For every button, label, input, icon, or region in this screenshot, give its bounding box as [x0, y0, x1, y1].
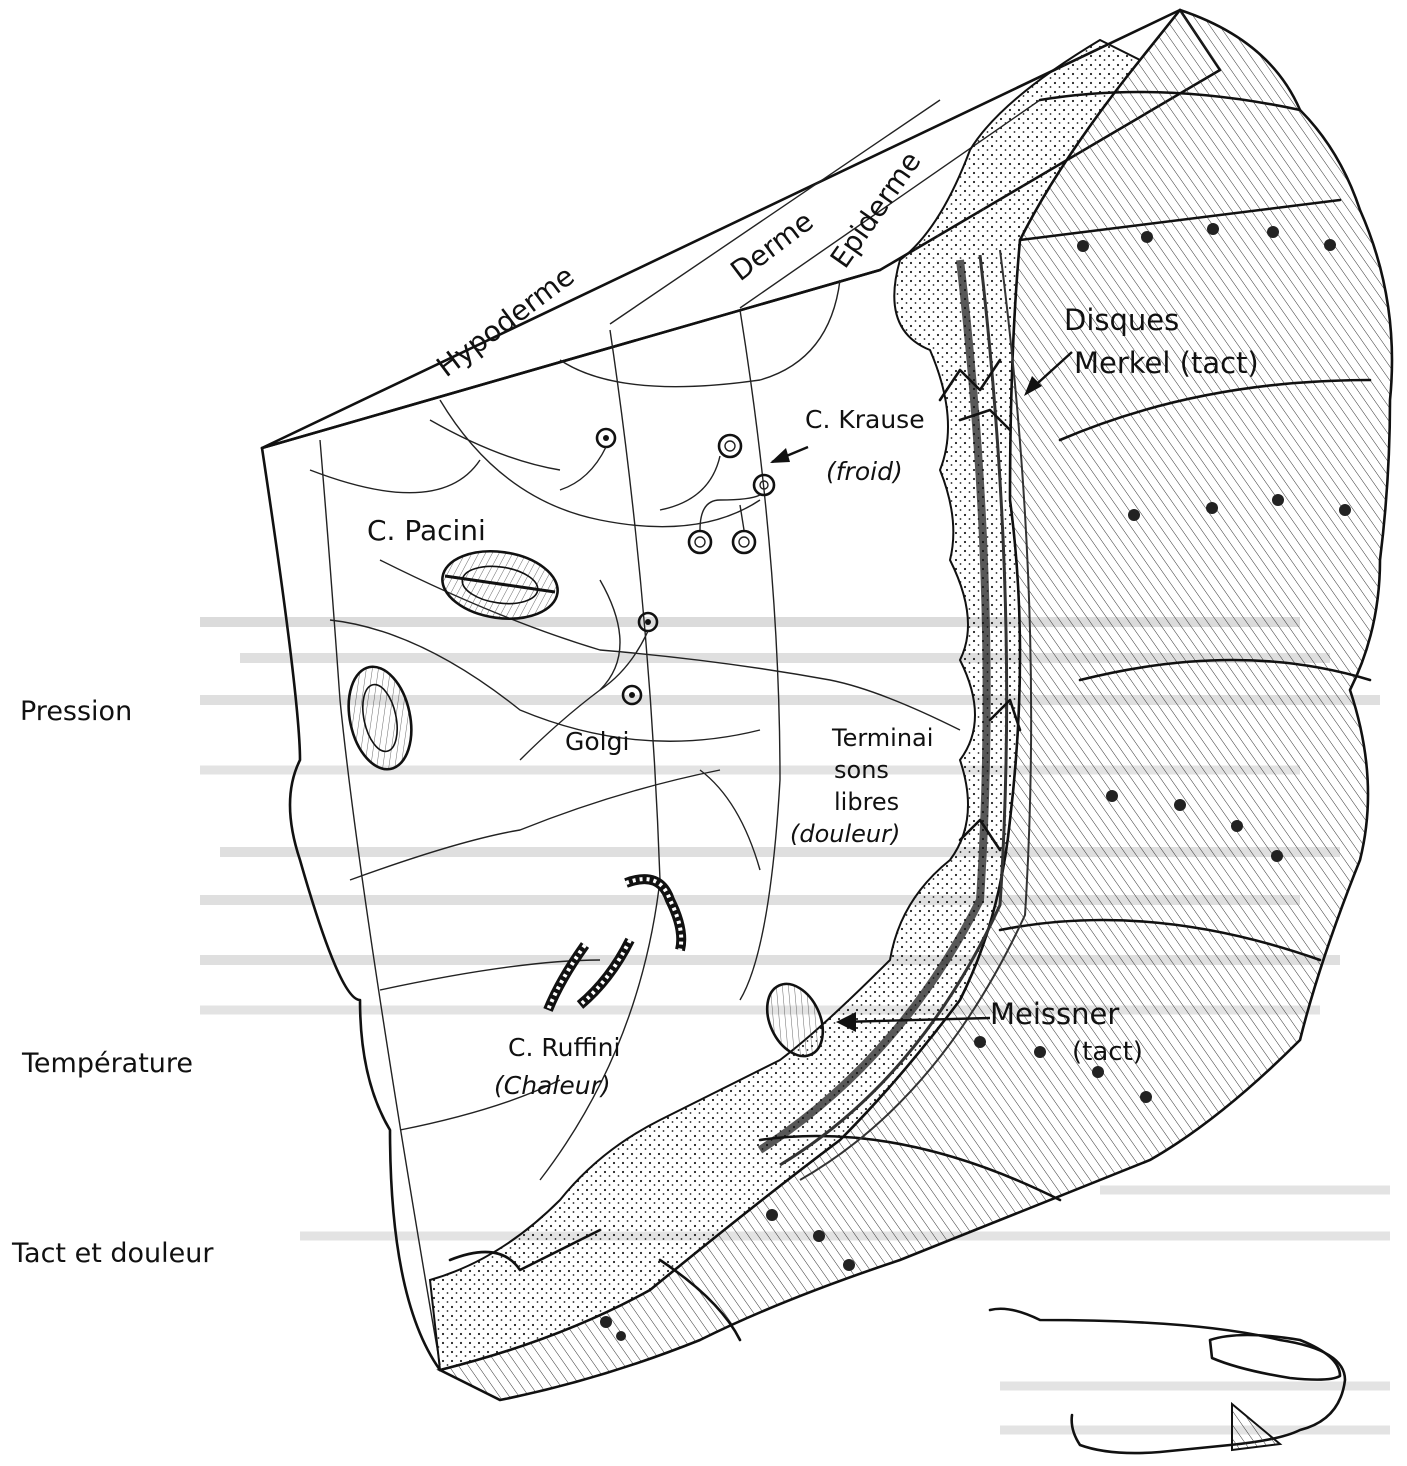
zone-labels: Pression Température Tact et douleur — [11, 696, 214, 1269]
label-pacini: C. Pacini — [367, 514, 486, 547]
layer-labels: Hypoderme Derme Epiderme — [430, 146, 927, 384]
pacini-corpuscle — [438, 544, 562, 626]
label-merkel-2: Merkel (tact) — [1074, 346, 1259, 380]
label-ruffini: C. Ruffini — [508, 1033, 620, 1062]
label-krause-function: (froid) — [826, 457, 903, 486]
pacini-corpuscle-2 — [340, 661, 420, 775]
label-golgi: Golgi — [565, 727, 629, 756]
label-hypoderme: Hypoderme — [430, 259, 580, 383]
label-meissner-function: (tact) — [1072, 1037, 1143, 1067]
label-free-endings-2: sons — [834, 756, 889, 784]
label-merkel-1: Disques — [1064, 303, 1179, 337]
label-free-endings-1: Terminai — [831, 724, 933, 752]
label-ruffini-function: (Chaleur) — [494, 1071, 611, 1100]
label-temperature: Température — [21, 1048, 193, 1079]
label-pression: Pression — [20, 696, 132, 727]
label-free-endings-3: libres — [834, 788, 899, 816]
label-meissner: Meissner — [990, 997, 1119, 1031]
label-tact-douleur: Tact et douleur — [11, 1238, 214, 1269]
label-free-endings-4: (douleur) — [790, 820, 900, 848]
label-derme: Derme — [724, 204, 819, 287]
label-krause: C. Krause — [805, 405, 925, 434]
